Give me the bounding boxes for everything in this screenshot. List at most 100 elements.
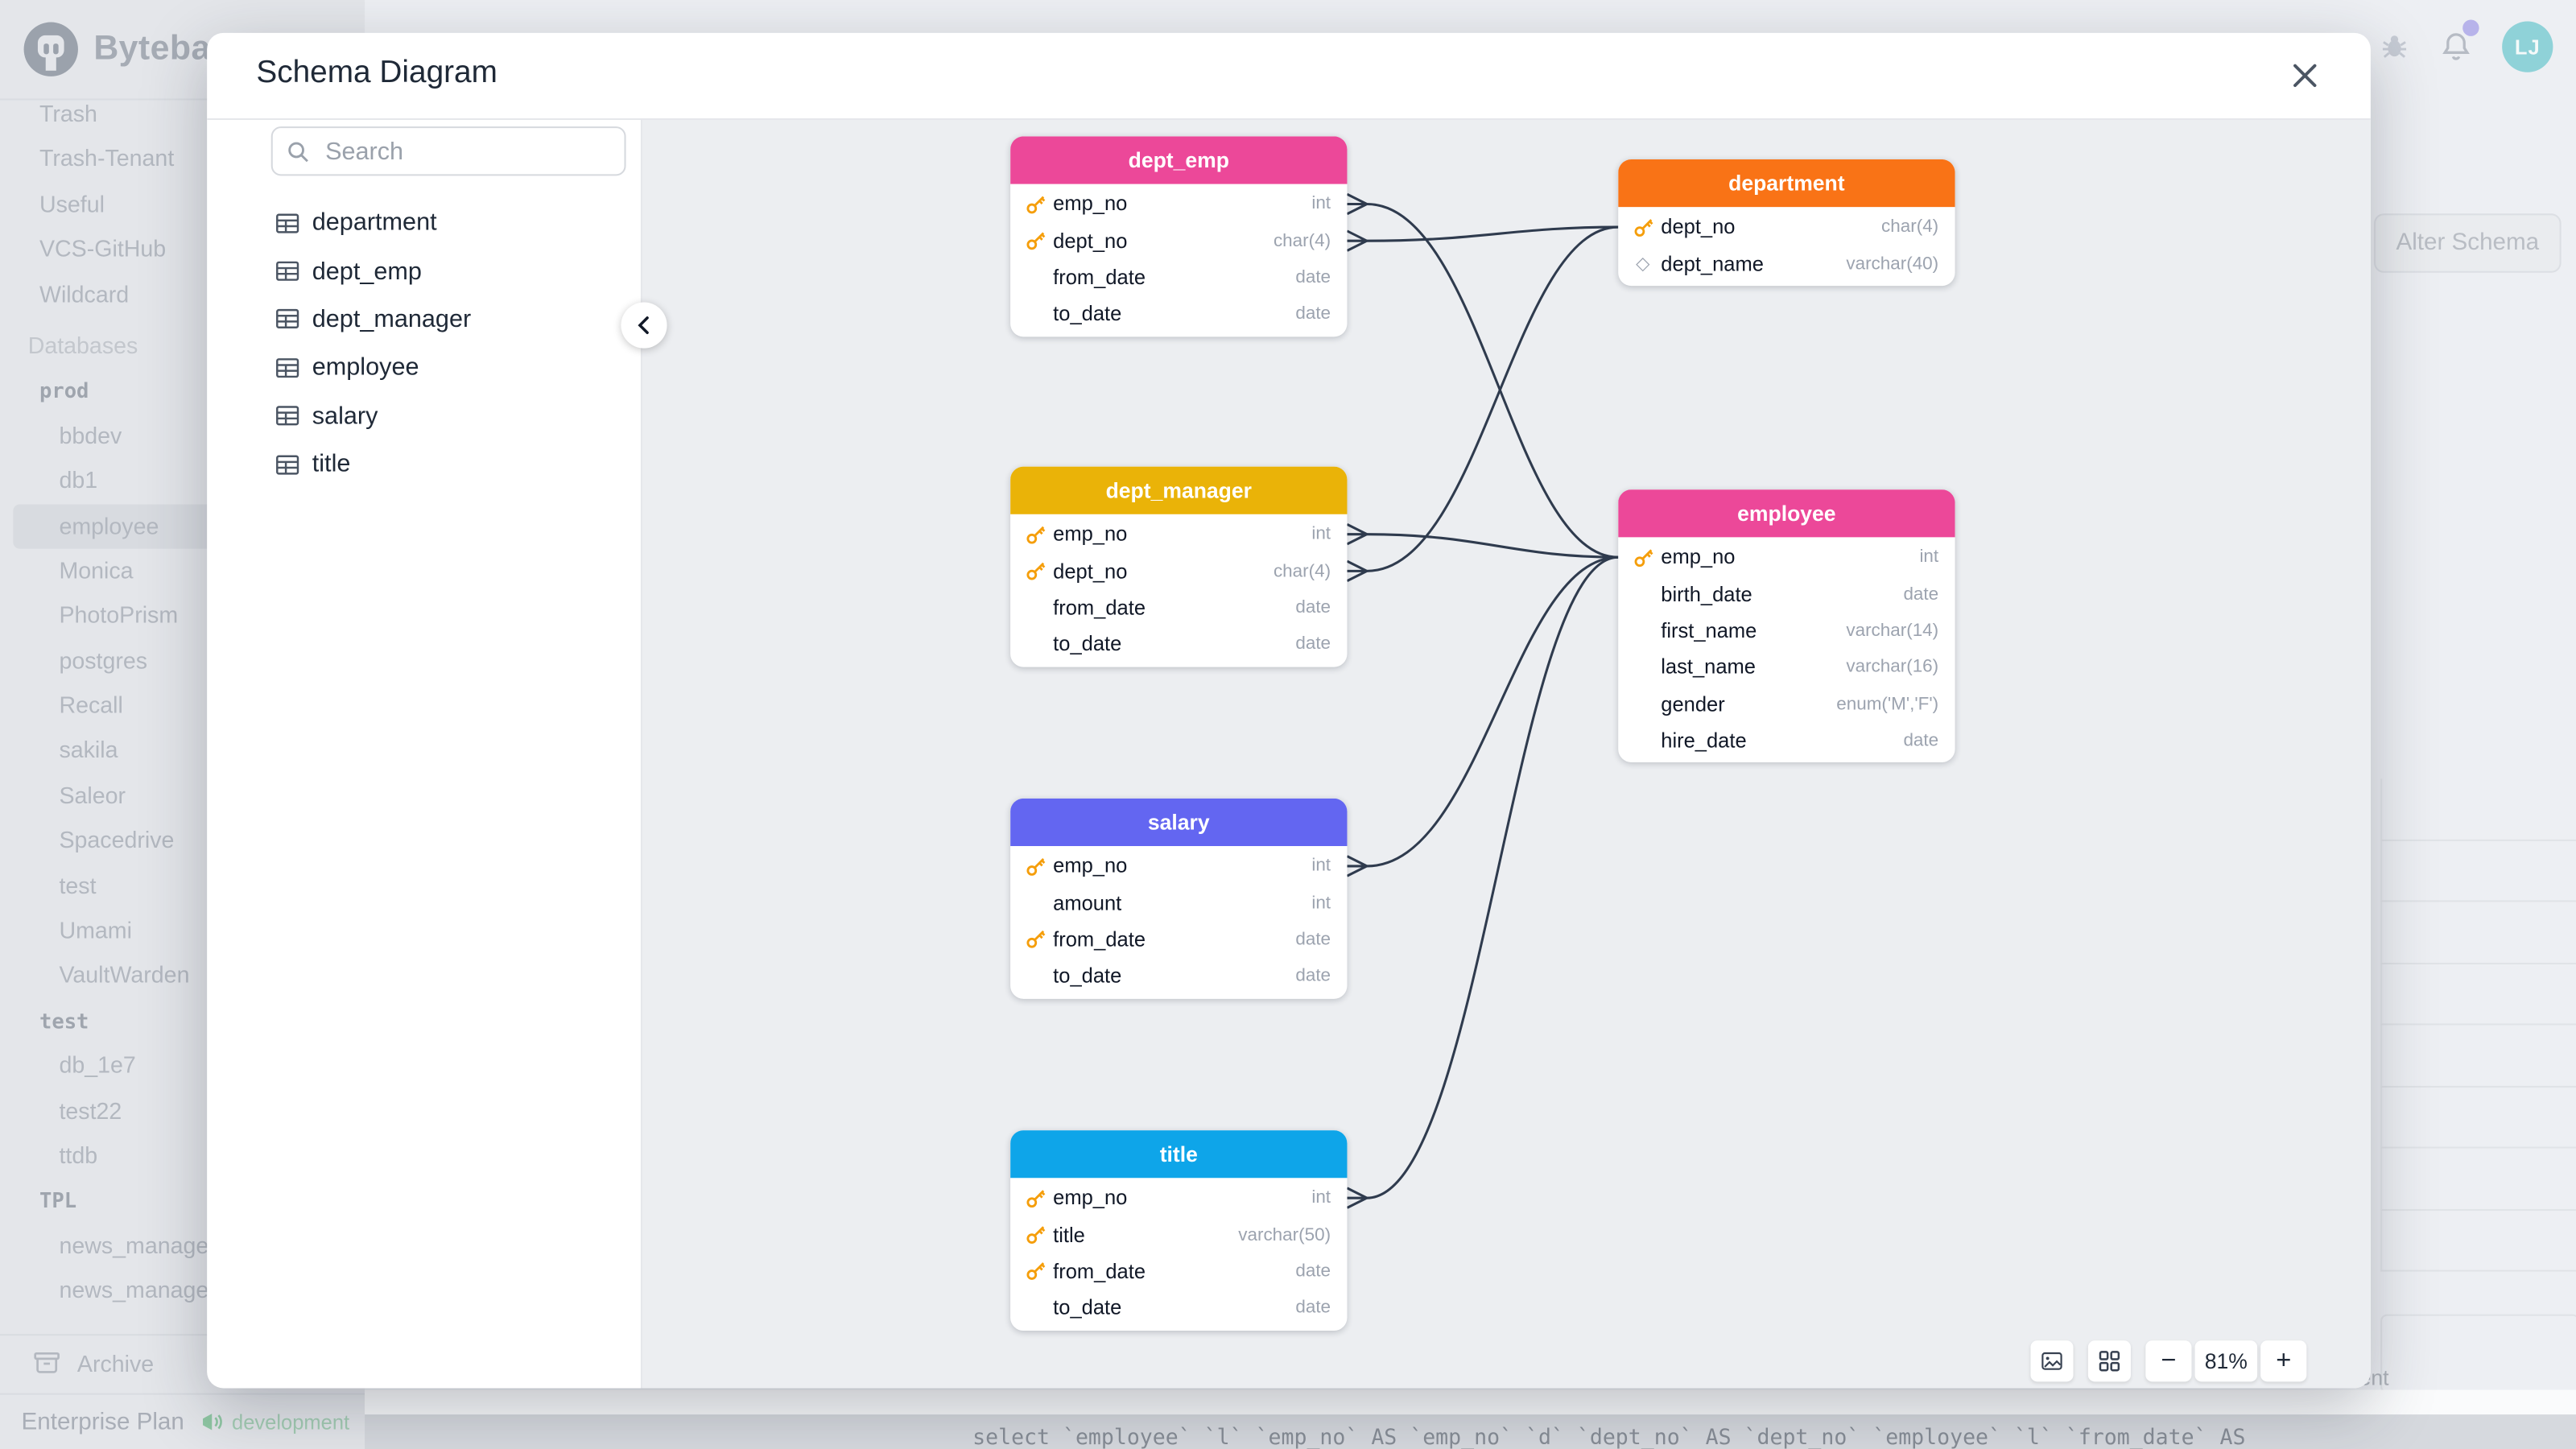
sidebar-env-prod[interactable]: prod (39, 378, 89, 403)
sidebar-db-photoprism[interactable]: PhotoPrism (59, 601, 179, 629)
close-icon[interactable] (2289, 59, 2322, 92)
sidebar-db-test22[interactable]: test22 (59, 1096, 122, 1124)
sidebar-item-trash-tenant[interactable]: Trash-Tenant (39, 145, 175, 172)
sidebar-db-recall[interactable]: Recall (59, 691, 123, 718)
sidebar-db-news_manage[interactable]: news_manage (59, 1232, 209, 1258)
sidebar-db-postgres[interactable]: postgres (59, 646, 148, 674)
table-icon (276, 357, 299, 378)
sidebar-item-vcs-github[interactable]: VCS-GitHub (39, 235, 167, 262)
sql-preview-text: select `employee` `l` `emp_no` AS `emp_n… (972, 1426, 2246, 1449)
column-type: date (1295, 1298, 1331, 1319)
collapse-panel-button[interactable] (621, 302, 667, 349)
column-name: dept_name (1661, 252, 1764, 275)
table-header: department (1618, 159, 1955, 208)
column-type: date (1295, 267, 1331, 288)
column-name: hire_date (1661, 729, 1747, 753)
chevron-left-icon (638, 316, 649, 334)
search-input[interactable] (321, 135, 612, 167)
export-image-button[interactable] (2030, 1340, 2074, 1382)
sidebar-db-bbdev[interactable]: bbdev (59, 421, 122, 448)
zoom-out-button[interactable]: − (2145, 1340, 2192, 1382)
sidebar-item-archive[interactable]: Archive (0, 1334, 365, 1389)
column-type: char(4) (1881, 217, 1939, 237)
sidebar-db-news_manage[interactable]: news_manage (59, 1277, 209, 1303)
sidebar-db-db1[interactable]: db1 (59, 466, 98, 493)
image-icon (2041, 1352, 2062, 1370)
column-type: date (1295, 634, 1331, 654)
key-icon (1026, 195, 1045, 213)
modal-title: Schema Diagram (256, 56, 497, 91)
table-icon (276, 261, 299, 281)
table-list-item-department[interactable]: department (256, 199, 641, 247)
table-list-item-dept_manager[interactable]: dept_manager (256, 295, 641, 344)
table-list-item-dept_emp[interactable]: dept_emp (256, 247, 641, 295)
table-list-label: title (312, 450, 351, 479)
sidebar-env-test[interactable]: test (39, 1008, 89, 1034)
column-name: from_date (1053, 266, 1146, 290)
column-type: varchar(40) (1846, 254, 1939, 274)
bug-icon[interactable] (2379, 31, 2410, 63)
sidebar-item-trash[interactable]: Trash (39, 100, 97, 127)
sidebar-db-umami[interactable]: Umami (59, 916, 132, 943)
column-type: date (1295, 1261, 1331, 1282)
auto-layout-button[interactable] (2087, 1340, 2131, 1382)
column-name: emp_no (1053, 1186, 1128, 1210)
table-list-item-employee[interactable]: employee (256, 344, 641, 392)
table-list-item-title[interactable]: title (256, 440, 641, 489)
alter-schema-button: Alter Schema (2373, 213, 2562, 273)
notifications-button[interactable] (2440, 19, 2479, 64)
sidebar-item-wildcard[interactable]: Wildcard (39, 280, 130, 307)
environment-badge: development (232, 1410, 350, 1434)
sidebar-db-monica[interactable]: Monica (59, 556, 134, 584)
column-type: int (1311, 856, 1331, 877)
column-name: dept_no (1053, 559, 1128, 583)
index-diamond-icon: ◇ (1636, 254, 1650, 275)
sidebar-db-saleor[interactable]: Saleor (59, 782, 126, 808)
column-name: to_date (1053, 964, 1122, 989)
avatar[interactable]: LJ (2502, 21, 2553, 72)
column-type: char(4) (1273, 230, 1331, 251)
column-row: from_date date (1010, 259, 1347, 296)
table-list-label: dept_emp (312, 257, 422, 286)
table-list-item-salary[interactable]: salary (256, 392, 641, 440)
sidebar-db-ttdb[interactable]: ttdb (59, 1141, 98, 1168)
sidebar-db-test[interactable]: test (59, 871, 97, 898)
sidebar-db-vaultwarden[interactable]: VaultWarden (59, 961, 190, 989)
megaphone-icon (200, 1411, 224, 1433)
column-name: to_date (1053, 303, 1122, 326)
sidebar-item-useful[interactable]: Useful (39, 190, 105, 217)
column-type: enum('M','F') (1836, 694, 1939, 715)
column-name: from_date (1053, 927, 1146, 952)
table-header: salary (1010, 798, 1348, 847)
sidebar-db-sakila[interactable]: sakila (59, 737, 118, 763)
column-name: emp_no (1053, 854, 1128, 878)
table-icon (276, 213, 299, 233)
table-list-panel: department dept_emp dept_manageremployeesa… (256, 119, 642, 1389)
archive-icon (34, 1352, 60, 1373)
sidebar-env-TPL[interactable]: TPL (39, 1188, 77, 1213)
sidebar-db-spacedrive[interactable]: Spacedrive (59, 827, 175, 853)
zoom-in-button[interactable]: + (2260, 1340, 2307, 1382)
column-type: int (1311, 194, 1331, 214)
background-panel (2380, 1314, 2576, 1393)
bell-icon (2442, 33, 2470, 60)
column-type: char(4) (1273, 561, 1331, 581)
schema-diagram-modal: Schema Diagram department dept_emp dept_ma… (207, 32, 2371, 1389)
sidebar-db-db_1e7[interactable]: db_1e7 (59, 1051, 136, 1079)
background-band (365, 1389, 2576, 1415)
